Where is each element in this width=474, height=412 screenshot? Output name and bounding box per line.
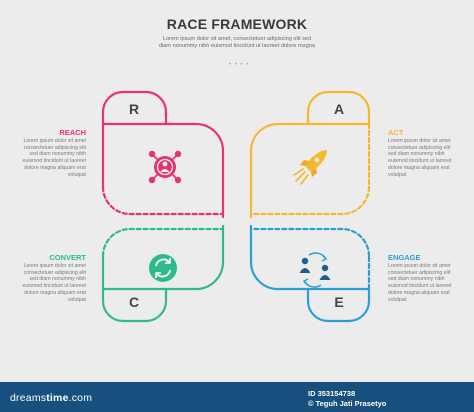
- convert-label: CONVERT: [49, 253, 86, 262]
- reach-label: REACH: [59, 128, 86, 137]
- watermark-footer: [0, 382, 474, 412]
- page-title: RACE FRAMEWORK: [166, 16, 308, 32]
- act-letter: A: [333, 101, 345, 117]
- brand-bold: time: [46, 392, 69, 404]
- image-credit: © Teguh Jati Prasetyo: [308, 399, 387, 408]
- rocket-icon: [293, 150, 327, 185]
- people-exchange-icon: [299, 252, 331, 288]
- image-id: ID 353154738: [308, 389, 356, 398]
- brand-light: dreams: [10, 392, 47, 404]
- engage-label: ENGAGE: [388, 253, 421, 262]
- act-description: Lorem ipsum dolor sit amet consectetuer …: [388, 138, 452, 178]
- brand-logo: dreamstime.com: [10, 392, 92, 404]
- engage-shape: [249, 224, 371, 323]
- act-shape: [249, 90, 371, 219]
- convert-shape: [101, 224, 225, 323]
- engage-letter: E: [334, 294, 344, 310]
- target-person-icon: [148, 150, 182, 184]
- act-label: ACT: [388, 128, 404, 137]
- engage-description: Lorem ipsum dolor sit amet consectetuer …: [388, 263, 452, 303]
- refresh-icon: [149, 254, 177, 282]
- page-subtitle: Lorem ipsum dolor sit amet, consectetuer…: [158, 36, 316, 50]
- reach-shape: [101, 90, 225, 219]
- reach-letter: R: [128, 101, 140, 117]
- convert-description: Lorem ipsum dolor sit amet consectetuer …: [22, 263, 86, 303]
- convert-letter: C: [128, 294, 140, 310]
- brand-suffix: .com: [68, 392, 93, 404]
- reach-description: Lorem ipsum dolor sit amet consectetuer …: [22, 138, 86, 178]
- pagination-dots: • • • •: [229, 62, 250, 68]
